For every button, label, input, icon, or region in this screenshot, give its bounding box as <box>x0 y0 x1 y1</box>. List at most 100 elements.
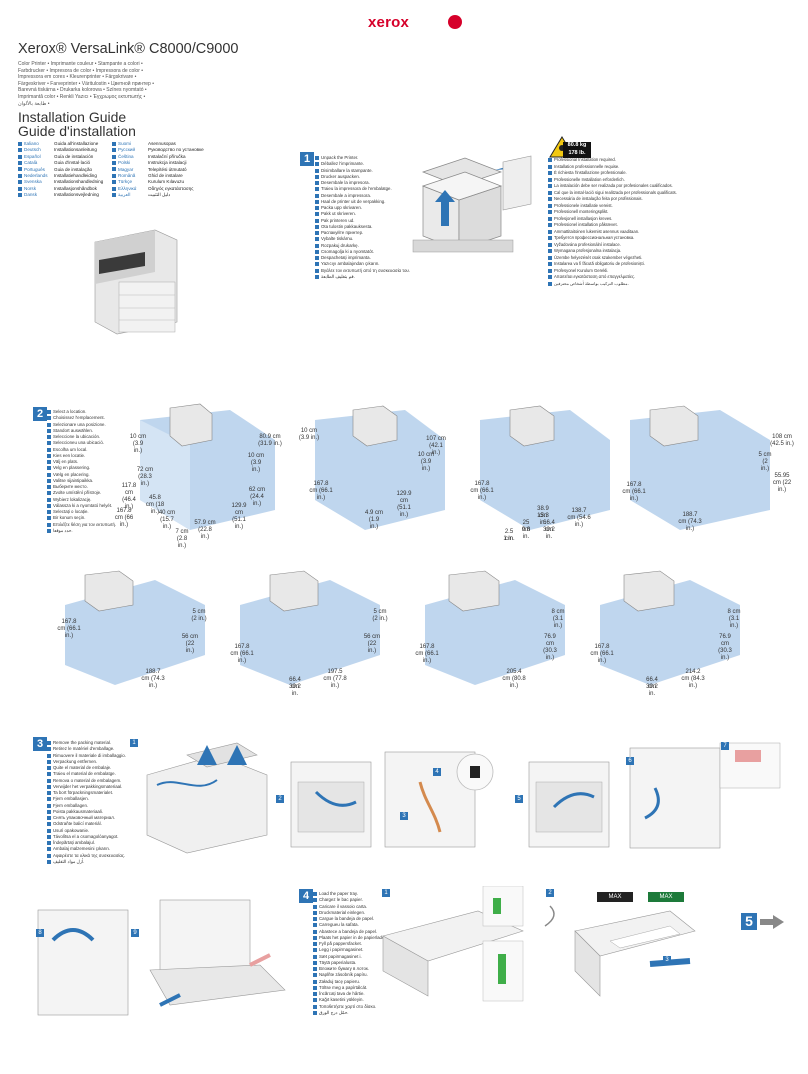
step-1-line-5: Traieu la impressora de l'embalatge. <box>315 186 410 192</box>
dim-h-6: 214.2 cm (84.3 in.) <box>681 669 705 689</box>
step-3-line-14: Usuń opakowanie. <box>47 828 126 834</box>
dim-g-4: 205.4 cm (80.8 in.) <box>502 669 526 689</box>
xerox-logo: xerox <box>368 14 410 31</box>
language-name: العربية <box>118 192 131 198</box>
step-4-line-9: Legg i papirmagasinet. <box>313 947 386 953</box>
language-guide-title: Οδηγός εγκατάστασης <box>148 185 194 191</box>
step-1-line-19: قم بتغليف الطابعة. <box>315 274 410 280</box>
location-diagram-e <box>65 570 205 685</box>
next-step-badge: 5 <box>741 913 757 930</box>
step-3-line-17: Ambalaj malzemesini çıkarın. <box>47 846 126 852</box>
language-guide-title: Installationsvejledning <box>54 192 99 198</box>
step-4-line-19: حمّل درج الورق. <box>313 1010 386 1016</box>
lang-bullet-icon <box>18 173 22 178</box>
dim-c-3: 15.3 in. <box>537 513 549 526</box>
step-3-line-2: Rimuovere il materiale di imballaggio. <box>47 753 126 759</box>
step-3-line-5: Traieu el material de embalatge. <box>47 771 126 777</box>
warning-line-1: Installation professionnelle requise. <box>548 164 677 171</box>
lang-bullet-icon <box>112 148 116 153</box>
warning-line-0: Professional Installation required. <box>548 157 677 164</box>
dim-d-4: 167.8 cm (66.1 in.) <box>622 482 646 502</box>
packing-illustration-1 <box>146 742 268 854</box>
lang-bullet-icon <box>18 141 22 146</box>
step-2-badge: 2 <box>33 407 47 421</box>
language-guide-title: Telepítési útmutató <box>148 166 187 172</box>
language-guide-title: Guia de instalação <box>54 166 93 172</box>
step-3-line-8: Ta bort förpackningsmaterialet. <box>47 790 126 796</box>
step-3-line-19: أزل مواد التغليف. <box>47 859 126 865</box>
dim-h-1: 8 cm (3.1 in.) <box>727 609 741 629</box>
guide-title-en: Installation Guide <box>18 109 127 125</box>
printer-illustration <box>94 229 178 335</box>
step-1-line-18: Βγάλτε τον εκτυπωτή από τη συσκευασία το… <box>315 268 410 274</box>
step-1-line-11: Ota tulostin pakkauksesta. <box>315 224 410 230</box>
dim-a-8: 57.9 cm (22.8 in.) <box>194 520 216 540</box>
packing-illustration-9 <box>149 899 286 1007</box>
lang-bullet-icon <box>18 180 22 185</box>
step-4-line-4: Cargue la bandeja de papel. <box>313 916 386 922</box>
location-diagram-h <box>600 570 740 685</box>
step-2-line-17: Bir konum seçin. <box>47 515 116 521</box>
packing-illustration-3 <box>384 751 494 848</box>
step-3-line-0: Remove the packing material. <box>47 740 126 746</box>
step-4-line-8: Fyll på pappersfacket. <box>313 941 386 947</box>
dim-a-12: 10 cm (3.9 in.) <box>247 453 265 473</box>
step-1-line-6: Desembale a impressora. <box>315 193 410 199</box>
language-guide-title: Installatiehandleiding <box>54 173 97 179</box>
lang-bullet-icon <box>112 167 116 172</box>
location-diagram-a <box>140 403 275 530</box>
location-diagram-d <box>630 405 770 530</box>
dim-a-3: 117.8 cm (46.4 in.) <box>121 483 137 510</box>
step-3-line-10: Fjern emballagen. <box>47 803 126 809</box>
step-3-line-6: Remova o material de embalagem. <box>47 778 126 784</box>
language-name: Català <box>24 160 38 166</box>
step-2-line-4: Seleccione la ubicación. <box>47 434 116 440</box>
variant-line-3: Färgeskriver • Farveprinter • Väritulost… <box>18 80 154 87</box>
language-guide-title: Installationshandledning <box>54 179 104 185</box>
language-name: Dansk <box>24 192 38 198</box>
step-4-line-5: Carregueu la safata. <box>313 922 386 928</box>
unpack-illustration <box>412 155 532 253</box>
step-4-line-12: Вложите бумагу в лоток. <box>313 966 386 972</box>
step-3-sub-6: 6 <box>626 757 634 765</box>
step-3-line-1: Retirez le matériel d'emballage. <box>47 746 126 752</box>
step-3-text: Remove the packing material.Retirez le m… <box>47 740 126 865</box>
variant-line-6: طابعة بالألوان • <box>18 100 50 107</box>
warning-line-16: Instalarea va fi făcută obligatoriu de p… <box>548 261 677 268</box>
location-diagram-b <box>315 405 445 530</box>
language-name: Română <box>118 173 136 179</box>
warning-line-3: Professionelle Installation erforderlich… <box>548 177 677 184</box>
dim-d-1: 108 cm (42.5 in.) <box>770 434 794 447</box>
step-3-sub-4: 4 <box>433 768 441 776</box>
language-name: Čeština <box>118 153 134 159</box>
step-3-line-18: Αφαιρέστε τα υλικά της συσκευασίας. <box>47 853 126 859</box>
language-guide-title: Installasjonshåndbok <box>54 185 97 191</box>
lang-bullet-icon <box>18 161 22 165</box>
step-2-line-12: Выберите место. <box>47 484 116 490</box>
step-1-line-8: Packa upp skrivaren. <box>315 205 410 211</box>
lang-bullet-icon <box>112 193 116 198</box>
dim-f-4: 66.4 cm <box>289 677 301 690</box>
dim-c-8: 2.5 cm <box>504 529 514 542</box>
packing-illustration-6 <box>629 742 781 849</box>
variant-line-1: Farbdrucker • Impresora de color • Impre… <box>18 67 144 74</box>
lang-bullet-icon <box>112 173 116 178</box>
dim-c-4: 25 cm <box>522 520 530 533</box>
language-guide-title: Instalační příručka <box>148 153 186 159</box>
dim-e-2: 56 cm (22 in.) <box>181 634 199 654</box>
weight-lb: 178 lb. <box>568 149 586 156</box>
step-2-line-8: Välj en plats. <box>47 459 116 465</box>
dim-c-1: 167.8 cm (66.1 in.) <box>470 481 494 501</box>
step-3-sub-1: 1 <box>130 739 138 747</box>
warning-line-19: مطلوب التركيب بواسطة أشخاص محترفين. <box>548 281 677 288</box>
dim-e-1: 5 cm (2 in.) <box>191 609 207 622</box>
step-4-line-6: Abastece a bandeja de papel. <box>313 929 386 935</box>
step-2-line-1: Choisissez l'emplacement. <box>47 415 116 421</box>
